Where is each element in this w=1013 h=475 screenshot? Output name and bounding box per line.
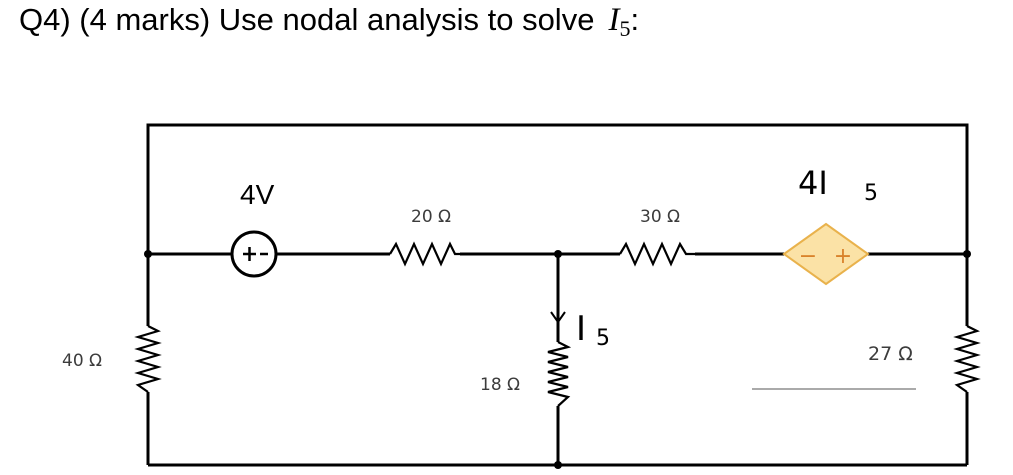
question-title: Q4) (4 marks) Use nodal analysis to solv…	[19, 2, 640, 41]
r20-label: 20 Ω	[411, 207, 451, 227]
nodes	[144, 250, 971, 469]
current-label: I	[576, 309, 586, 349]
node-bottom	[554, 461, 562, 469]
top-wire	[146, 123, 969, 254]
resistor-40-icon	[134, 325, 162, 393]
resistor-20-icon	[389, 241, 460, 267]
question-variable: I	[608, 2, 620, 38]
voltage-source-icon	[230, 230, 278, 278]
question-text: Q4) (4 marks) Use nodal analysis to solv…	[19, 2, 595, 37]
dep-minus-sign: −	[799, 244, 817, 269]
resistor-27-icon	[953, 325, 981, 393]
node-right	[963, 250, 971, 258]
node-left	[144, 250, 152, 258]
dep-source-label: 4I	[798, 164, 828, 202]
r27-label: 27 Ω	[868, 343, 913, 365]
wires	[146, 123, 969, 467]
resistor-18-icon	[547, 341, 572, 407]
question-suffix: :	[630, 2, 640, 37]
resistors	[134, 241, 981, 407]
current-label-subscript: 5	[596, 326, 610, 351]
r18-label: 18 Ω	[480, 375, 520, 395]
r30-label: 30 Ω	[640, 207, 680, 227]
node-middle	[554, 250, 562, 258]
question-variable-subscript: 5	[619, 16, 631, 41]
current-arrow-icon	[550, 300, 566, 324]
dependent-source-icon: − +	[782, 222, 870, 286]
resistor-30-icon	[619, 241, 695, 267]
voltage-source-label: 4V	[240, 179, 275, 210]
dep-source-label-subscript: 5	[864, 181, 878, 206]
dep-plus-sign: +	[834, 244, 852, 269]
r40-label: 40 Ω	[62, 351, 102, 371]
